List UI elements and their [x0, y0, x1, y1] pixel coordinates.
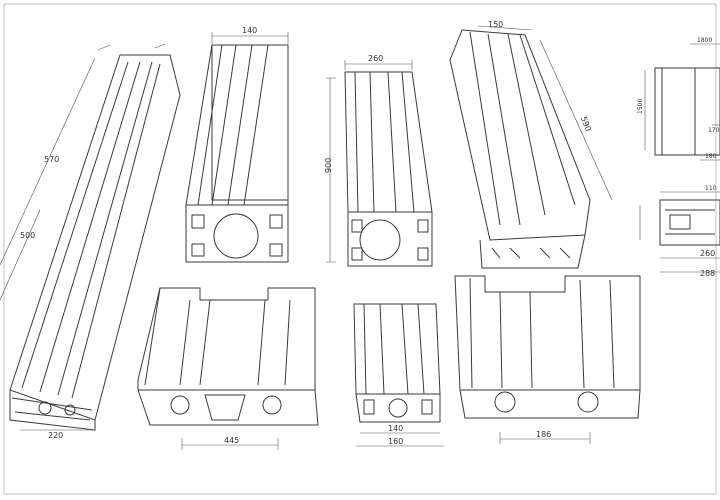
dim-label: 445 — [224, 436, 239, 445]
dim-label: 110 — [705, 185, 717, 192]
dim-label: 220 — [48, 431, 63, 440]
wide-profile — [137, 287, 319, 426]
dim-label: 500 — [20, 231, 35, 240]
slanted-profile — [449, 29, 591, 269]
dim-label: 140 — [242, 26, 257, 35]
square-profile-b — [344, 71, 433, 267]
dim-label: 260 — [368, 54, 383, 63]
dim-label: 288 — [700, 269, 715, 278]
tall-left-dimension-lines — [0, 43, 166, 431]
section-view-bottom — [659, 199, 720, 246]
dim-label: 180 — [705, 153, 717, 160]
square-b-dims — [326, 60, 413, 263]
section-dims — [639, 43, 720, 273]
twin-dims — [499, 432, 591, 444]
dim-label: 1800 — [697, 37, 712, 44]
dim-label: 1500 — [637, 99, 644, 114]
wide-dims — [181, 438, 279, 450]
dim-label: 160 — [388, 437, 403, 446]
dim-label: 186 — [536, 430, 551, 439]
dim-label: 900 — [324, 158, 333, 173]
slanted-dims — [477, 25, 613, 201]
dim-label: 570 — [44, 155, 59, 164]
dim-label: 260 — [700, 249, 715, 258]
dim-label: 140 — [388, 424, 403, 433]
tall-left-profile — [9, 54, 181, 431]
narrow-profile — [353, 303, 441, 423]
square-a-dims — [211, 32, 289, 44]
dim-label: 170 — [708, 127, 720, 134]
dim-label: 150 — [488, 20, 503, 29]
square-profile-a — [185, 44, 289, 263]
narrow-dims — [356, 432, 444, 447]
section-view-top — [654, 67, 720, 156]
twin-profile — [454, 275, 641, 419]
